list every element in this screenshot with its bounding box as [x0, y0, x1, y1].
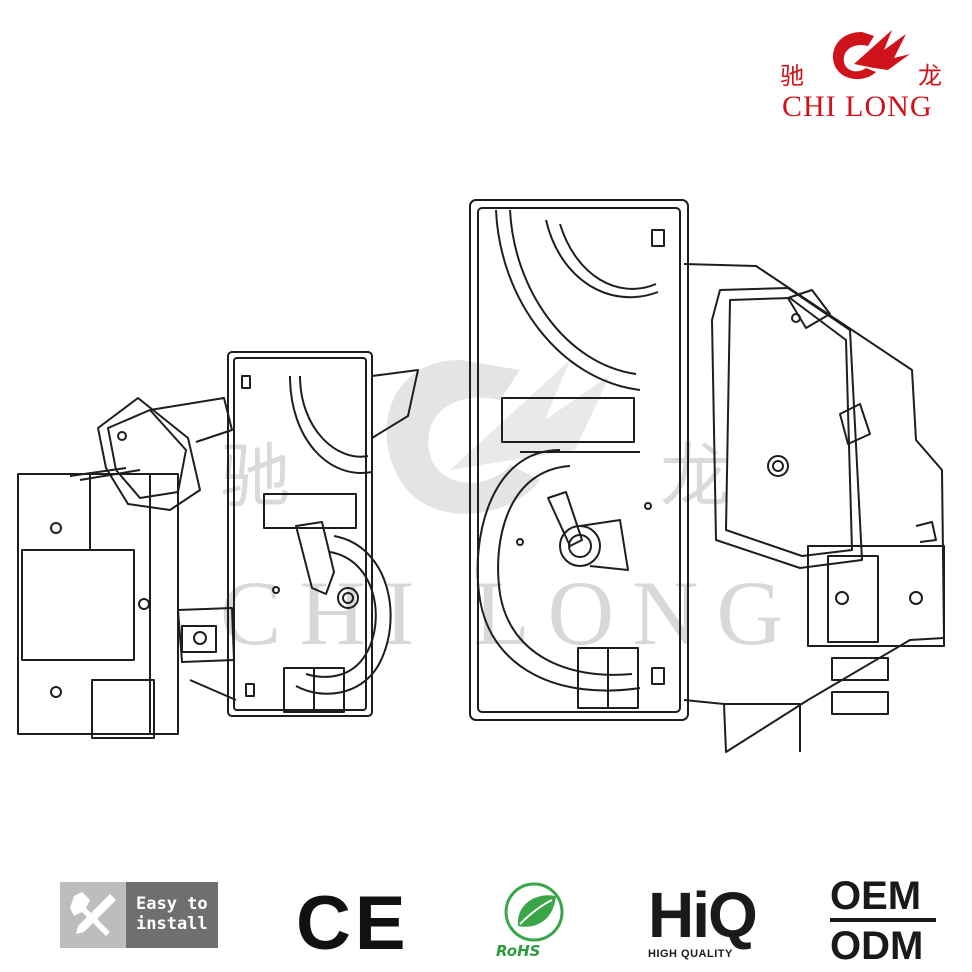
product-drawing — [17, 199, 945, 753]
odm-label: ODM — [830, 924, 924, 968]
coin-selector-side-view — [17, 351, 419, 739]
hiq-mark: HiQ — [648, 879, 758, 951]
easy-install-badge: Easy to install — [60, 882, 218, 948]
hiq-subtitle: HIGH QUALITY — [648, 948, 733, 960]
logo-wordmark: CHI LONG — [782, 90, 933, 123]
easy-install-label: Easy to install — [136, 894, 208, 934]
rohs-label: RoHS — [496, 942, 541, 960]
watermark-cn-left: 驰 — [220, 435, 290, 517]
leaf-icon — [504, 882, 564, 942]
watermark-wordmark: CHI LONG — [220, 562, 801, 664]
tools-icon — [60, 882, 126, 948]
watermark: 驰 龙 CHI LONG — [180, 330, 783, 670]
brand-logo: 驰 龙 CHI LONG — [770, 20, 960, 130]
rohs-badge: RoHS — [490, 880, 580, 960]
logo-cn-left: 驰 — [780, 62, 804, 90]
oem-divider — [830, 918, 936, 922]
watermark-cn-right: 龙 — [660, 435, 730, 517]
ce-mark: CE — [296, 881, 410, 966]
oem-label: OEM — [830, 874, 922, 918]
certification-badges: Easy to install CE RoHS HiQ HIGH QUALITY… — [0, 860, 972, 972]
coin-selector-front-view — [469, 199, 945, 753]
logo-cn-right: 龙 — [918, 62, 942, 90]
dragon-logo-icon — [833, 30, 910, 80]
